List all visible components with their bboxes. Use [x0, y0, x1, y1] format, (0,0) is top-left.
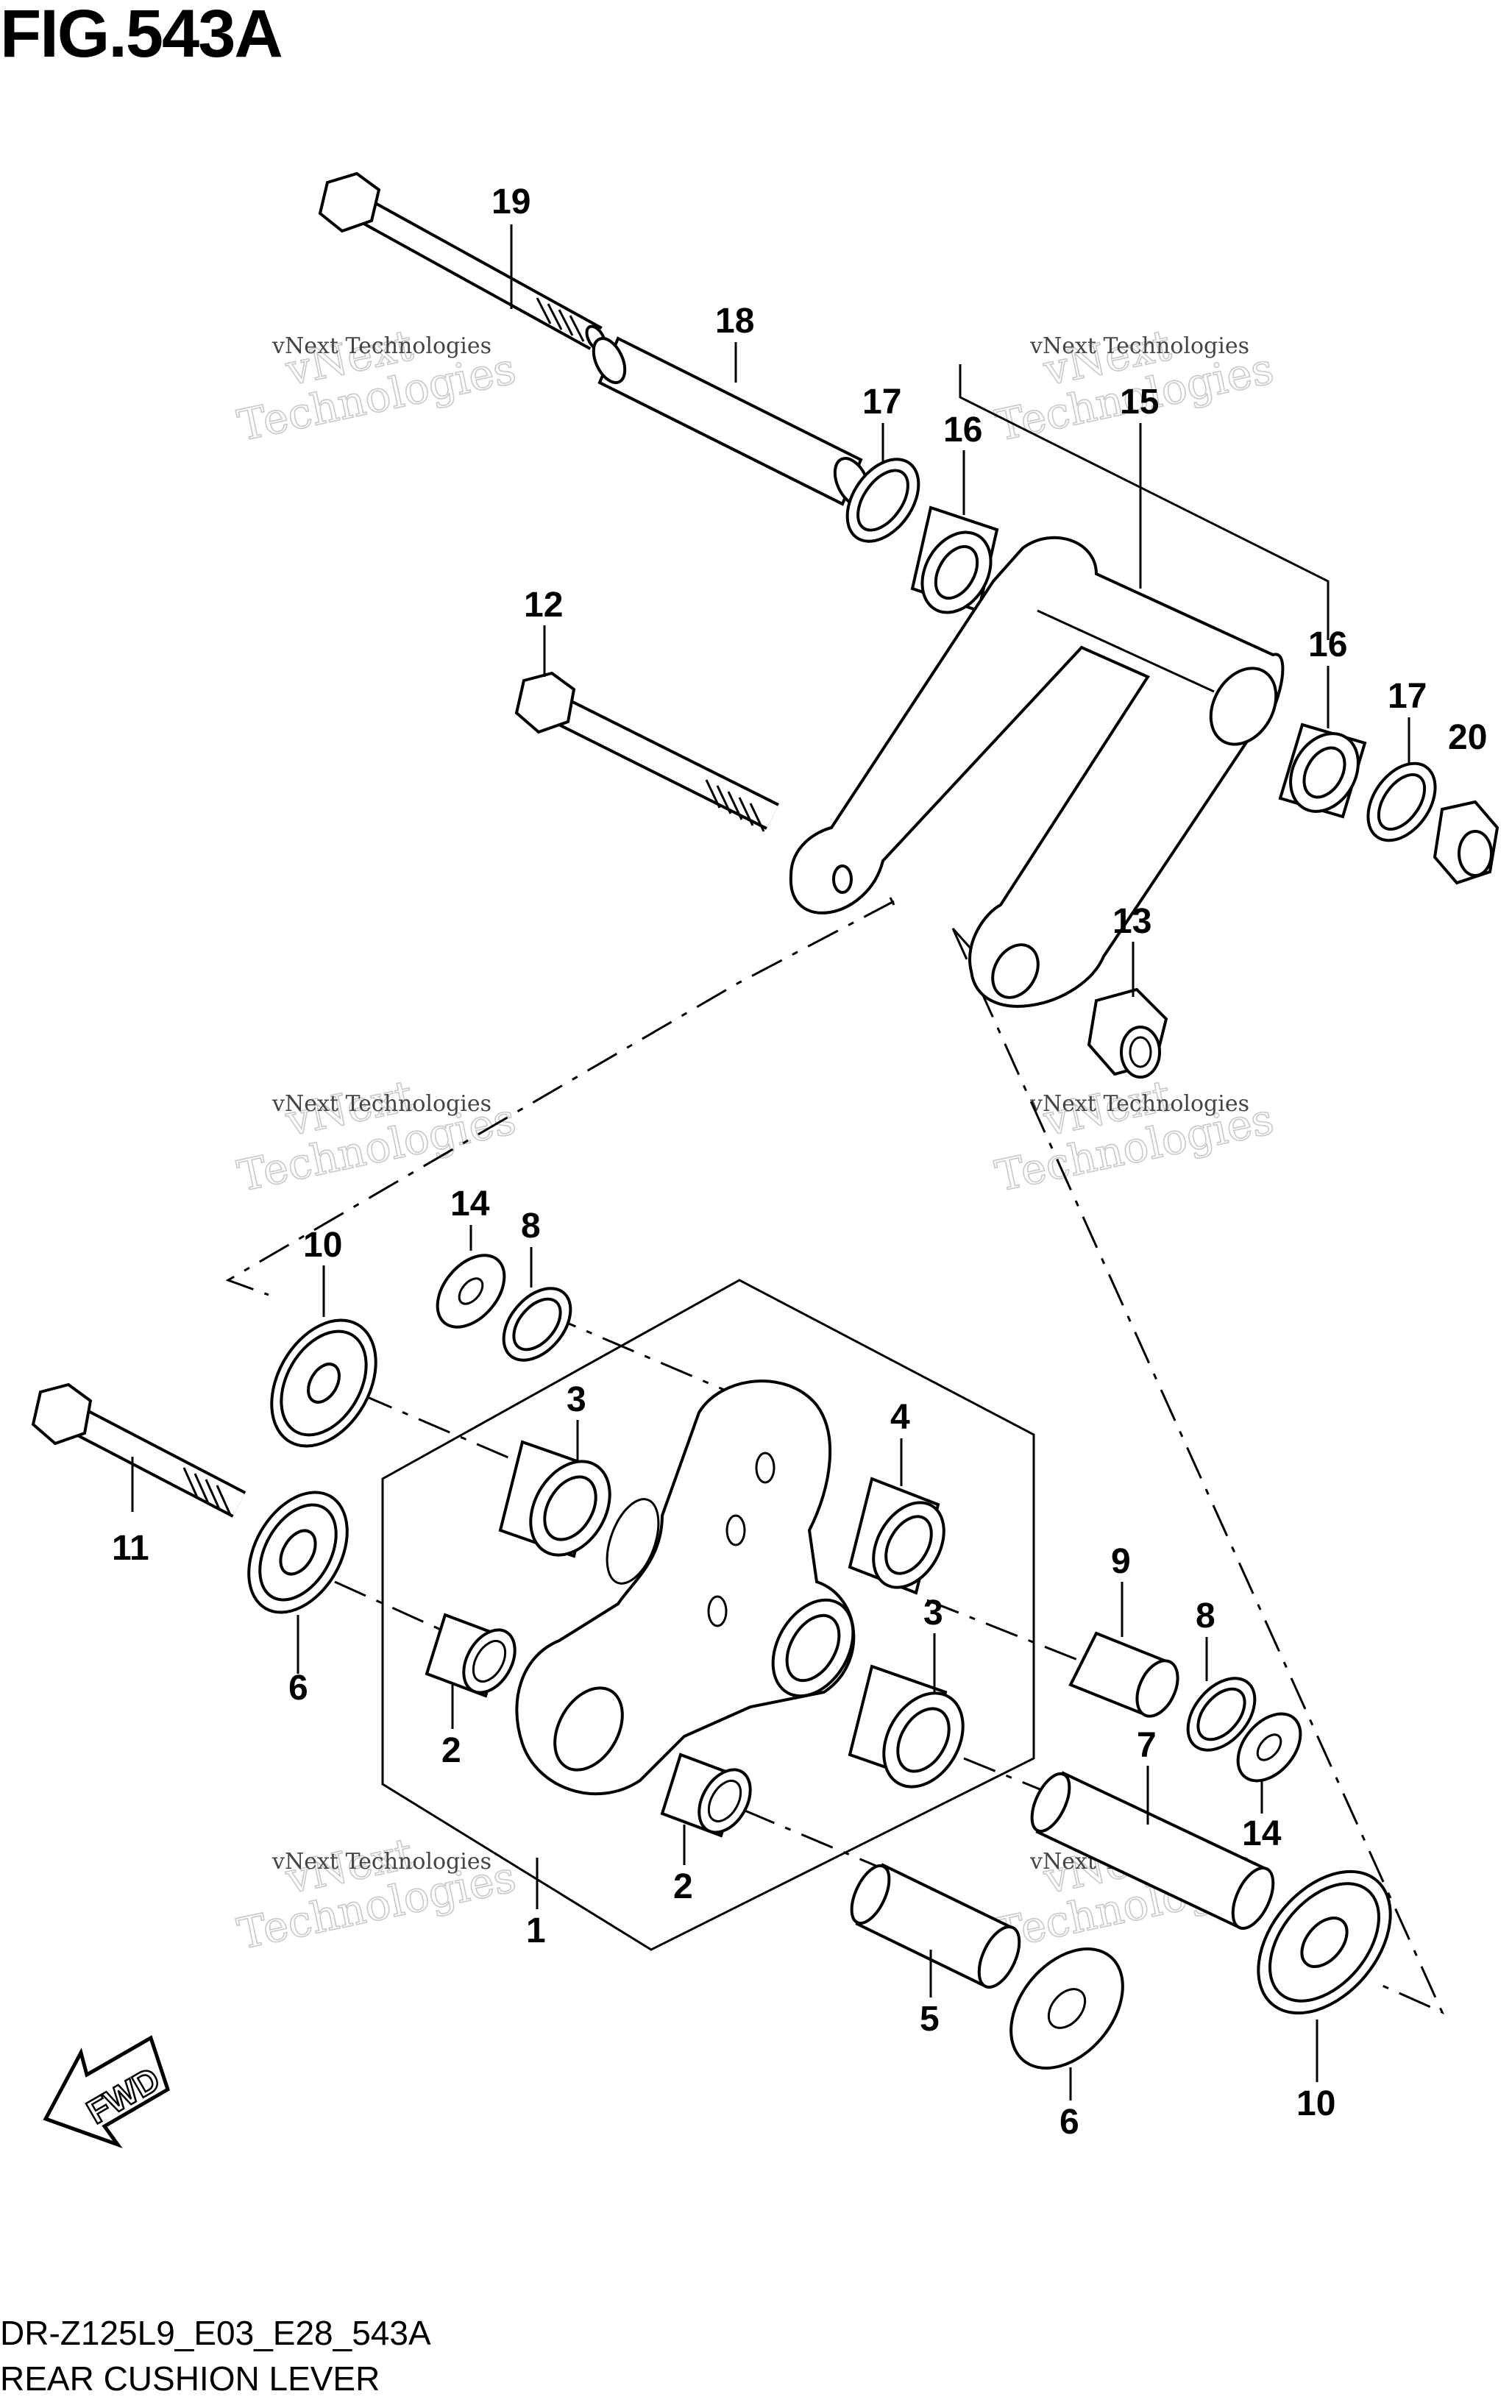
- callout-20: 20: [1448, 718, 1487, 757]
- bolt-12: [514, 671, 779, 832]
- bearing-16-right: [1278, 722, 1367, 819]
- callout-18: 18: [715, 302, 754, 341]
- callout-10-right: 10: [1296, 2084, 1335, 2123]
- bearing-16-upper: [910, 505, 999, 614]
- watermark-3: vNext Technologies: [233, 1070, 520, 1202]
- watermark-1: vNext Technologies: [233, 319, 520, 452]
- model-code: DR-Z125L9_E03_E28_543A: [0, 2314, 431, 2352]
- callout-3-upper: 3: [567, 1380, 586, 1419]
- washer-6-left: [247, 1491, 349, 1614]
- nut-13: [1087, 987, 1168, 1079]
- watermark-small-4: vNext Technologies: [1029, 1091, 1249, 1117]
- callout-5: 5: [920, 2000, 940, 2039]
- callout-16-upper: 16: [943, 411, 982, 450]
- seal-8-lower: [1186, 1677, 1257, 1752]
- callout-labels: 19 18 17 16 15 12 16 17 20 13 14 8 10 3 …: [112, 182, 1487, 2142]
- watermark-small-2: vNext Technologies: [1029, 333, 1249, 359]
- collar-9: [1068, 1631, 1179, 1718]
- callout-1: 1: [526, 1911, 546, 1950]
- callout-7: 7: [1137, 1726, 1157, 1765]
- callout-6-left: 6: [288, 1669, 308, 1708]
- rod-link-15: [789, 536, 1285, 1008]
- watermark-small-1: vNext Technologies: [271, 333, 491, 359]
- callout-13: 13: [1112, 902, 1151, 941]
- callout-17-right: 17: [1388, 677, 1427, 716]
- bolt-19: [318, 171, 607, 352]
- figure-title: FIG.543A: [0, 0, 283, 71]
- callout-16-right: 16: [1308, 625, 1347, 664]
- watermark-small-5: vNext Technologies: [271, 1849, 491, 1875]
- dashline-left-link: [225, 900, 895, 1296]
- callout-19: 19: [491, 182, 530, 221]
- bushing-2-left: [425, 1613, 517, 1698]
- callout-14-top: 14: [450, 1185, 490, 1223]
- assembly-brackets: [225, 364, 1444, 2014]
- sleeve-18: [592, 336, 871, 507]
- washer-14-top: [436, 1254, 506, 1329]
- seal-17-upper: [845, 458, 920, 543]
- callout-17-upper: 17: [862, 383, 901, 422]
- cushion-lever-1: [515, 1379, 856, 1796]
- figure-name: REAR CUSHION LEVER: [0, 2359, 380, 2398]
- watermark-2: vNext Technologies: [990, 319, 1278, 452]
- callout-11: 11: [112, 1529, 149, 1568]
- bracket-lever-assembly: [381, 1279, 1035, 1951]
- callout-2-left: 2: [441, 1731, 461, 1770]
- callout-2-lower: 2: [673, 1867, 693, 1906]
- bracket-15: [959, 364, 1330, 640]
- washer-10-right: [1257, 1869, 1392, 2015]
- seal-17-right: [1366, 761, 1437, 842]
- fwd-arrow-icon: FWD: [43, 2035, 171, 2149]
- callout-8-top: 8: [521, 1207, 541, 1246]
- seal-8-top: [502, 1287, 572, 1362]
- watermark-small-3: vNext Technologies: [271, 1091, 491, 1117]
- callout-10-left: 10: [303, 1226, 342, 1265]
- callout-6-lower: 6: [1060, 2103, 1079, 2142]
- callout-14-lower: 14: [1242, 1814, 1282, 1853]
- nut-20: [1433, 800, 1499, 885]
- bolt-11: [31, 1382, 246, 1518]
- watermark-5: vNext Technologies: [233, 1828, 520, 1960]
- washer-10-left: [270, 1318, 377, 1448]
- leader-lines: [131, 224, 1410, 2100]
- washer-6-lower: [1009, 1947, 1124, 2070]
- callout-9: 9: [1111, 1542, 1131, 1581]
- collar-5: [850, 1863, 1021, 1989]
- bearing-4: [848, 1477, 945, 1595]
- callout-12: 12: [524, 586, 563, 625]
- dashline-right-link: [951, 928, 1444, 2014]
- bearing-3-lower: [848, 1664, 965, 1789]
- bearing-3-upper: [498, 1440, 611, 1558]
- callout-3-lower: 3: [923, 1594, 943, 1633]
- washer-14-lower: [1236, 1712, 1302, 1783]
- collar-7: [1030, 1771, 1275, 1930]
- callout-15: 15: [1120, 383, 1159, 422]
- bushing-2-lower: [660, 1752, 752, 1838]
- callout-4: 4: [890, 1398, 910, 1437]
- callout-8-lower: 8: [1196, 1597, 1215, 1635]
